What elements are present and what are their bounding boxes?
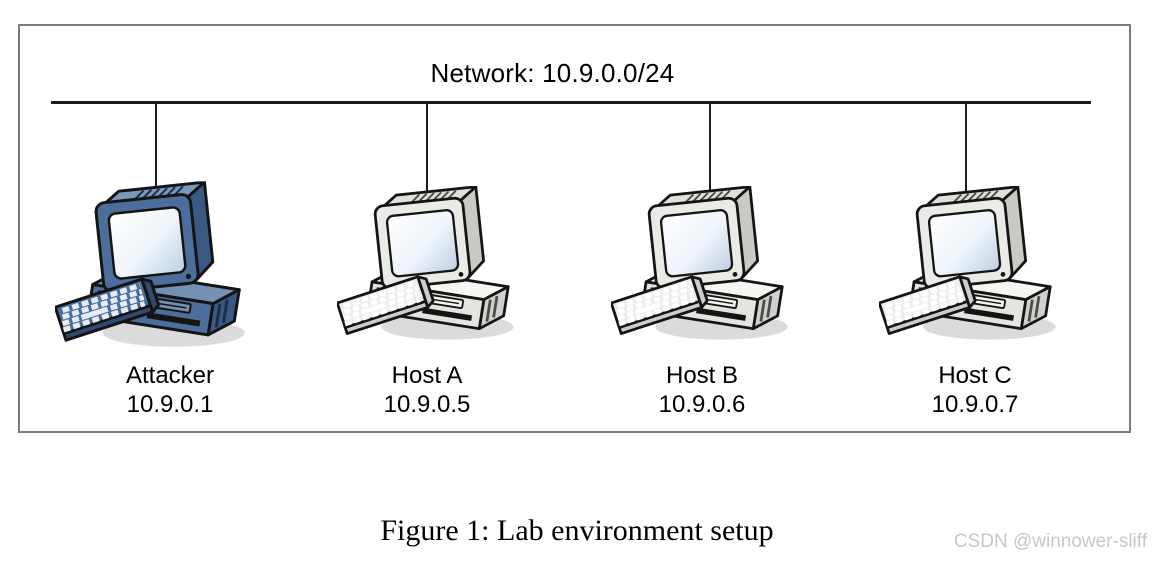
node-name: Host B xyxy=(665,362,739,389)
node-name: Attacker xyxy=(125,362,215,389)
drop-line-host-c xyxy=(965,103,967,198)
network-label: Network: 10.9.0.0/24 xyxy=(430,58,675,88)
node-ip: 10.9.0.6 xyxy=(658,391,746,418)
node-ip: 10.9.0.7 xyxy=(931,391,1019,418)
node-label-attacker: Attacker 10.9.0.1 xyxy=(70,361,270,419)
node-name: Host A xyxy=(391,362,463,389)
host-c-computer-icon xyxy=(879,186,1063,347)
node-label-host-c: Host C 10.9.0.7 xyxy=(875,361,1075,419)
drop-line-host-a xyxy=(426,103,428,198)
drop-line-host-b xyxy=(709,103,711,198)
attacker-computer-icon xyxy=(55,180,253,356)
host-b-computer-icon xyxy=(611,186,795,347)
watermark: CSDN @winnower-sliff xyxy=(953,531,1147,552)
node-name: Host C xyxy=(938,362,1012,389)
host-a-computer-icon xyxy=(337,186,521,347)
node-ip: 10.9.0.5 xyxy=(383,391,471,418)
node-label-host-a: Host A 10.9.0.5 xyxy=(327,361,527,419)
node-ip: 10.9.0.1 xyxy=(126,391,214,418)
drop-line-attacker xyxy=(155,103,157,198)
node-label-host-b: Host B 10.9.0.6 xyxy=(602,361,802,419)
network-bus-line xyxy=(51,101,1091,104)
figure-caption: Figure 1: Lab environment setup xyxy=(380,514,774,547)
